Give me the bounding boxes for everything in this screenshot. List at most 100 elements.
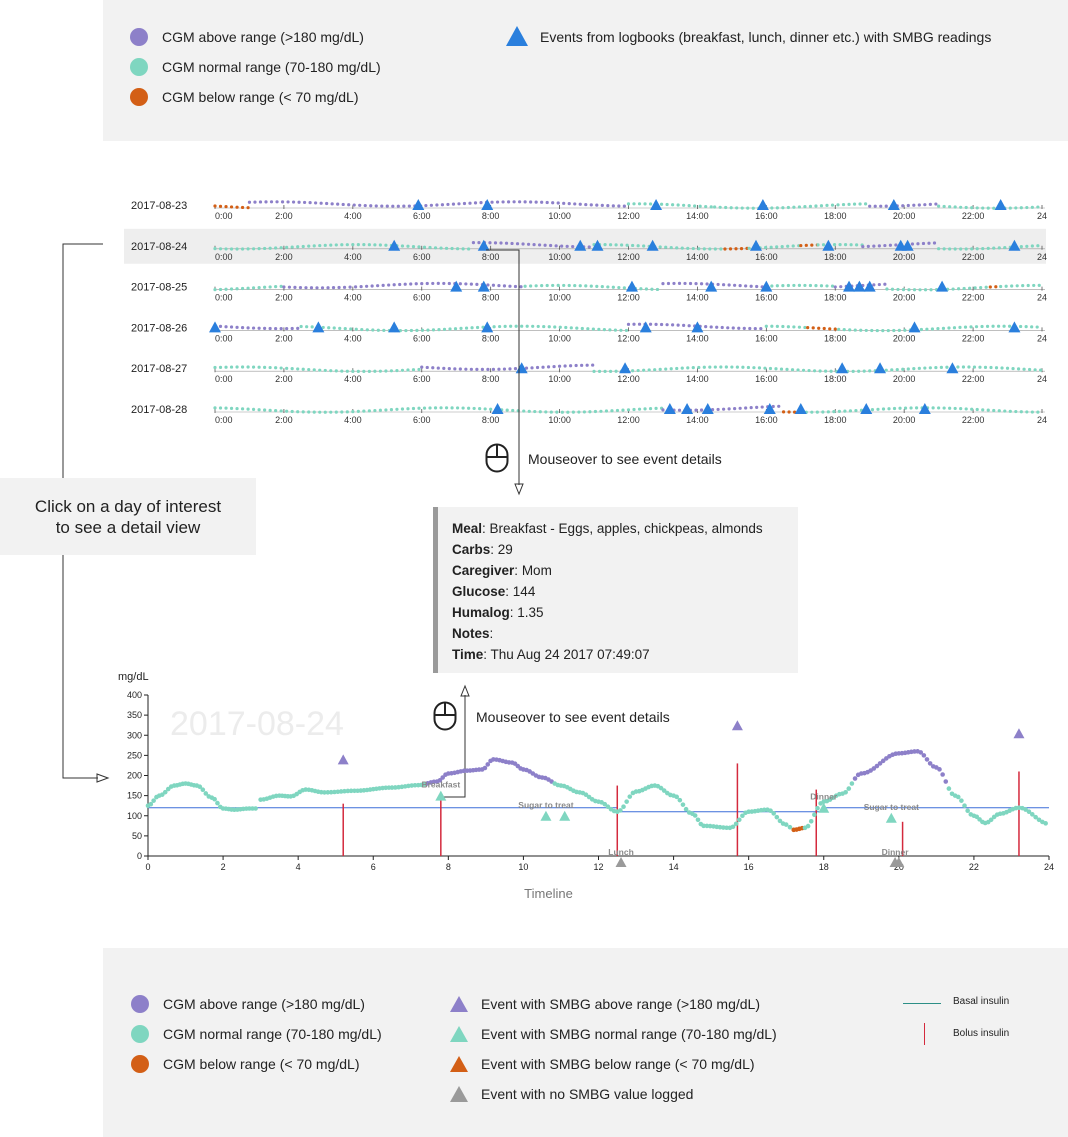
event-marker[interactable] bbox=[994, 199, 1007, 210]
cgm-above-swatch bbox=[130, 28, 148, 46]
cgm-reading-dot bbox=[943, 779, 949, 784]
event-marker[interactable] bbox=[574, 239, 587, 251]
event-marker[interactable] bbox=[646, 239, 659, 251]
day-axis-tick-label: 4:00 bbox=[344, 415, 362, 425]
event-marker[interactable] bbox=[681, 403, 694, 414]
detail-event-marker[interactable] bbox=[818, 802, 830, 813]
event-marker[interactable] bbox=[901, 239, 914, 251]
cgm-dot bbox=[330, 202, 334, 206]
day-date-label[interactable]: 2017-08-26 bbox=[131, 322, 187, 334]
cgm-dot bbox=[520, 324, 524, 328]
detail-event-marker[interactable] bbox=[893, 857, 905, 867]
event-marker[interactable] bbox=[887, 199, 900, 210]
event-marker[interactable] bbox=[749, 239, 762, 251]
event-marker[interactable] bbox=[209, 321, 221, 333]
event-marker[interactable] bbox=[836, 362, 849, 374]
event-marker[interactable] bbox=[639, 321, 652, 333]
detail-event-marker[interactable] bbox=[435, 790, 447, 801]
event-marker[interactable] bbox=[860, 403, 873, 414]
event-marker[interactable] bbox=[763, 403, 776, 414]
event-marker[interactable] bbox=[312, 321, 325, 333]
event-marker[interactable] bbox=[477, 239, 490, 251]
cgm-dot bbox=[622, 286, 626, 290]
event-marker[interactable] bbox=[625, 280, 638, 292]
event-marker[interactable] bbox=[705, 280, 718, 292]
arrow-head bbox=[514, 483, 524, 496]
detail-event-marker[interactable] bbox=[337, 754, 349, 765]
cgm-dot bbox=[928, 366, 932, 370]
event-marker[interactable] bbox=[591, 239, 604, 251]
event-marker[interactable] bbox=[388, 239, 401, 251]
event-marker[interactable] bbox=[822, 239, 835, 251]
day-axis-tick-label: 6:00 bbox=[413, 252, 431, 262]
cgm-dot bbox=[538, 410, 542, 414]
event-marker[interactable] bbox=[619, 362, 632, 374]
event-marker[interactable] bbox=[477, 280, 490, 292]
cgm-dot bbox=[229, 365, 234, 369]
detail-event-marker[interactable] bbox=[615, 857, 627, 867]
cgm-dot bbox=[951, 287, 955, 291]
cgm-dot bbox=[664, 367, 668, 371]
cgm-dot bbox=[1022, 367, 1026, 371]
cgm-dot bbox=[362, 409, 366, 413]
detail-event-marker[interactable] bbox=[540, 810, 552, 821]
cgm-reading-dot bbox=[808, 818, 814, 824]
event-marker[interactable] bbox=[918, 403, 931, 414]
event-marker[interactable] bbox=[936, 280, 949, 292]
cgm-reading-dot bbox=[937, 767, 942, 772]
detail-event-marker[interactable] bbox=[1013, 728, 1025, 739]
day-date-label[interactable]: 2017-08-24 bbox=[131, 241, 187, 253]
event-marker[interactable] bbox=[491, 403, 504, 414]
detail-event-marker[interactable] bbox=[731, 720, 743, 731]
cgm-dot bbox=[213, 204, 217, 208]
event-marker[interactable] bbox=[874, 362, 887, 374]
cgm-dot bbox=[632, 322, 636, 326]
event-marker[interactable] bbox=[1008, 239, 1021, 251]
cgm-reading-dot bbox=[695, 817, 701, 823]
day-date-label[interactable]: 2017-08-25 bbox=[131, 282, 187, 294]
event-marker[interactable] bbox=[412, 199, 425, 210]
event-marker[interactable] bbox=[1008, 321, 1021, 333]
cgm-dot bbox=[359, 284, 363, 289]
cgm-dot bbox=[890, 287, 895, 291]
event-marker[interactable] bbox=[481, 199, 494, 210]
event-marker[interactable] bbox=[481, 321, 494, 333]
event-marker[interactable] bbox=[843, 280, 856, 292]
day-date-label[interactable]: 2017-08-28 bbox=[131, 404, 187, 416]
event-marker[interactable] bbox=[701, 403, 714, 414]
cgm-dot bbox=[921, 241, 926, 246]
cgm-reading-dot bbox=[162, 789, 168, 795]
event-marker[interactable] bbox=[853, 280, 866, 292]
event-marker[interactable] bbox=[794, 403, 807, 414]
event-marker[interactable] bbox=[760, 280, 773, 292]
cgm-dot bbox=[514, 324, 518, 328]
detail-event-marker[interactable] bbox=[559, 810, 571, 821]
event-marker[interactable] bbox=[908, 321, 921, 333]
cgm-dot bbox=[424, 203, 428, 208]
detail-event-marker[interactable] bbox=[885, 812, 897, 823]
cgm-dot bbox=[647, 368, 651, 372]
cgm-dot bbox=[400, 368, 405, 372]
event-marker[interactable] bbox=[388, 321, 401, 333]
event-marker[interactable] bbox=[663, 403, 676, 414]
event-marker[interactable] bbox=[863, 280, 876, 292]
cgm-dot bbox=[693, 204, 697, 208]
day-date-label[interactable]: 2017-08-27 bbox=[131, 363, 187, 375]
event-marker[interactable] bbox=[691, 321, 704, 333]
cgm-dot bbox=[264, 200, 268, 204]
cgm-reading-dot bbox=[482, 765, 488, 771]
cgm-dot bbox=[661, 282, 665, 286]
event-marker[interactable] bbox=[450, 280, 463, 292]
event-marker[interactable] bbox=[756, 199, 769, 210]
event-marker[interactable] bbox=[946, 362, 959, 374]
event-marker[interactable] bbox=[650, 199, 663, 210]
cgm-dot bbox=[608, 243, 613, 247]
day-axis-tick-label: 18:00 bbox=[824, 374, 847, 384]
day-date-label[interactable]: 2017-08-23 bbox=[131, 200, 187, 212]
